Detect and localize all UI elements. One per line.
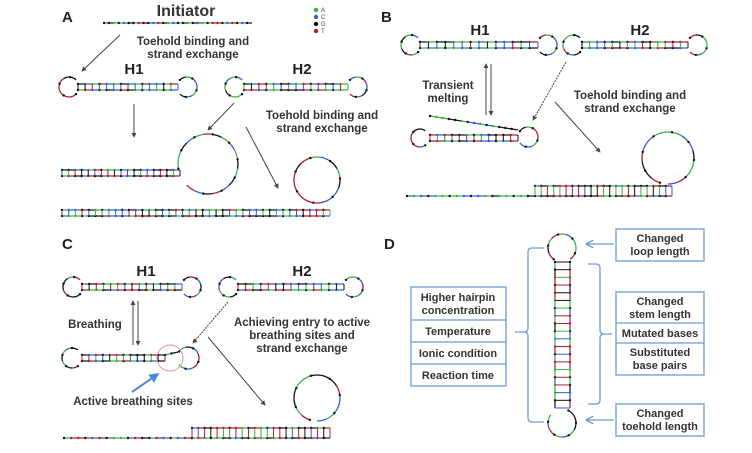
panel-b-h2-hairpin (562, 33, 708, 57)
legend-dot-g (313, 21, 319, 27)
right-bracket (588, 263, 612, 405)
stem-factor-substituted-line2: base pairs (633, 360, 687, 372)
entry-label-line3: strand exchange (256, 343, 347, 355)
step1-label-line1: Toehold binding and (137, 36, 249, 48)
panel-b-h1-hairpin (400, 33, 558, 57)
panel-a-h1-hairpin (58, 75, 198, 99)
panel-d-vertical-hairpin (546, 233, 578, 438)
melting-label-line1: Transient (422, 80, 473, 92)
stem-factors-box: Changed stem length Mutated bases Substi… (615, 291, 705, 376)
entry-label-line2: breathing sites and (249, 330, 354, 342)
panel-a-intermediate-complex (60, 133, 239, 195)
left-factors-box: Higher hairpin concentration Temperature… (410, 286, 507, 387)
legend-dot-a (313, 7, 319, 13)
panel-a-h2-title: H2 (292, 61, 311, 78)
toehold-length-box: Changed toehold length (615, 403, 705, 437)
panel-c-h2-title: H2 (292, 263, 311, 280)
factor-reaction-time: Reaction time (422, 370, 494, 382)
panel-a-h2-hairpin (224, 75, 368, 99)
arrow-to-final-complex (245, 126, 279, 189)
panel-b-h1-title: H1 (470, 22, 489, 39)
melting-label-line2: melting (428, 93, 469, 105)
panel-b-step-line2: strand exchange (584, 103, 675, 115)
panel-c-h1-title: H1 (136, 263, 155, 280)
panel-d-label: D (384, 236, 395, 253)
factor-concentration-line2: concentration (422, 305, 495, 317)
legend-dot-t (313, 28, 319, 34)
panel-a-h1-title: H1 (124, 61, 143, 78)
panel-b-h2-title: H2 (630, 22, 649, 39)
loop-box-line2: loop length (630, 246, 690, 258)
panel-d: D Higher hairpin concentration Temperatu… (384, 228, 705, 438)
factor-concentration-line1: Higher hairpin (421, 292, 496, 304)
active-site-highlight-circle (156, 344, 184, 372)
toehold-box-line2: toehold length (622, 421, 698, 433)
initiator-strand (102, 21, 252, 25)
legend-label-g: G (321, 22, 326, 28)
panel-b-melted-hairpin (410, 114, 539, 148)
toehold-box-line1: Changed (636, 408, 683, 420)
panel-b-step-line1: Toehold binding and (574, 90, 686, 102)
legend-label-a: A (321, 8, 325, 14)
factor-ionic-condition: Ionic condition (419, 348, 497, 360)
legend-label-t: T (321, 29, 325, 35)
arrow-h2-to-melted (532, 61, 567, 121)
step2-label-line1: Toehold binding and (266, 110, 378, 122)
panel-b-label: B (381, 9, 392, 26)
legend-dot-c (313, 14, 319, 20)
stem-factor-changed-line2: stem length (629, 309, 691, 321)
arrow-to-panel-c-final (207, 336, 266, 406)
factor-temperature: Temperature (425, 326, 491, 338)
left-bracket (515, 247, 544, 423)
panel-a: A Initiator Toehold binding and strand e… (58, 3, 378, 218)
arrow-to-panel-b-final (554, 101, 601, 153)
panel-c-breathing-hairpin (61, 346, 200, 370)
panel-c-final-complex (62, 374, 341, 440)
breathing-label: Breathing (68, 319, 122, 331)
panel-c-label: C (62, 236, 73, 253)
active-sites-label: Active breathing sites (73, 396, 193, 408)
arrow-h2-to-complex (207, 102, 235, 131)
arrow-initiator-to-h1 (81, 34, 121, 72)
panel-b-final-complex (405, 131, 696, 198)
panel-c-h1-hairpin (62, 275, 202, 299)
stem-factor-mutated: Mutated bases (622, 328, 698, 340)
entry-label-line1: Achieving entry to active (234, 317, 370, 329)
panel-c: C H1 H2 Breathing Achieving entry to act… (61, 236, 370, 440)
panel-c-h2-hairpin (218, 275, 364, 299)
panel-b: B H1 H2 Transient melting Toehold bindin… (381, 9, 708, 198)
step2-label-line2: strand exchange (276, 123, 367, 135)
panel-a-final-complex (60, 156, 342, 218)
stem-factor-changed-line1: Changed (636, 296, 683, 308)
loop-length-box: Changed loop length (615, 228, 705, 262)
loop-box-line1: Changed (636, 233, 683, 245)
legend-label-c: C (321, 15, 326, 21)
arrow-h2-to-breathing (192, 301, 229, 344)
stem-factor-substituted-line1: Substituted (630, 347, 691, 359)
step1-label-line2: strand exchange (147, 49, 238, 61)
initiator-title: Initiator (157, 3, 216, 20)
active-site-pointer-arrow (131, 373, 160, 393)
panel-a-label: A (62, 9, 73, 26)
